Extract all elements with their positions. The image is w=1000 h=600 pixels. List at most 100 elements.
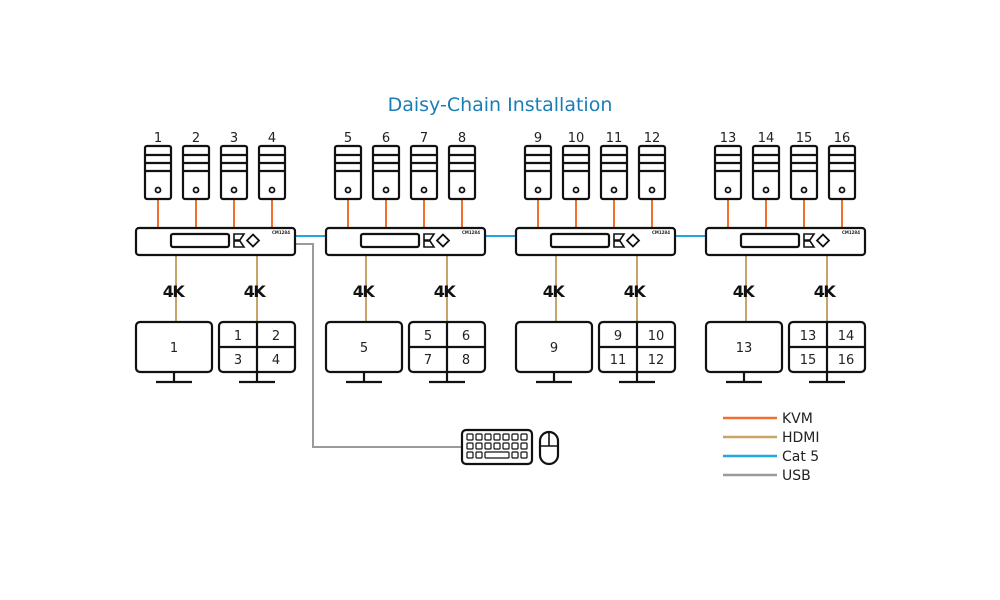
tower-case: [561, 144, 591, 201]
computer-label: 13: [720, 131, 737, 146]
computer-tower: [751, 144, 781, 201]
computer-tower: [143, 144, 173, 201]
computer-label: 15: [796, 131, 813, 146]
tower-case: [371, 144, 401, 201]
kvm-switch: CM1284: [134, 226, 297, 257]
logo-mark: [233, 233, 246, 248]
legend-label: HDMI: [782, 430, 820, 446]
keyboard-icon: [460, 428, 534, 466]
resolution-label: 4K: [543, 282, 566, 301]
legend-item-cat-5: Cat 5: [723, 449, 819, 465]
tower-case: [143, 144, 173, 201]
computer-tower: [257, 144, 287, 201]
quad-view-label: 8: [462, 353, 470, 368]
key: [484, 442, 492, 450]
tower-case: [713, 144, 743, 201]
key: [466, 451, 474, 459]
quad-view-label: 16: [838, 353, 855, 368]
computer-tower: [637, 144, 667, 201]
brand-logo-icon: [423, 233, 451, 248]
quad-view-label: 1: [234, 329, 242, 344]
computer-label: 16: [834, 131, 851, 146]
key: [502, 433, 510, 441]
legend-item-kvm: KVM: [723, 411, 813, 427]
computer-tower: [181, 144, 211, 201]
power-button-icon: [800, 186, 808, 194]
usb-cable: [295, 243, 462, 448]
switch-display: [549, 232, 611, 249]
resolution-label: 4K: [353, 282, 376, 301]
legend-item-usb: USB: [723, 468, 811, 484]
quad-view-label: 14: [838, 329, 855, 344]
computer-label: 4: [268, 131, 276, 146]
quad-view-label: 10: [648, 329, 665, 344]
computer-tower: [371, 144, 401, 201]
diagram-title: Daisy-Chain Installation: [387, 94, 613, 116]
computer-label: 12: [644, 131, 661, 146]
monitor-label: 9: [550, 341, 558, 356]
switch-model: CM1284: [842, 230, 860, 235]
brand-logo-icon: [233, 233, 261, 248]
logo-mark: [803, 233, 816, 248]
kvm-switch: CM1284: [324, 226, 487, 257]
computer-label: 2: [192, 131, 200, 146]
key: [466, 442, 474, 450]
brand-logo-icon: [803, 233, 831, 248]
key: [520, 442, 528, 450]
quad-view-label: 2: [272, 329, 280, 344]
tower-case: [751, 144, 781, 201]
key: [502, 442, 510, 450]
power-button-icon: [344, 186, 352, 194]
key: [511, 442, 519, 450]
monitor-single: 1: [134, 320, 214, 384]
tower-case: [827, 144, 857, 201]
quad-view-label: 4: [272, 353, 280, 368]
power-button-icon: [230, 186, 238, 194]
mouse-icon: [538, 430, 560, 466]
quad-view-label: 9: [614, 329, 622, 344]
logo-mark: [423, 233, 436, 248]
power-button-icon: [838, 186, 846, 194]
tower-case: [789, 144, 819, 201]
logo-mark: [613, 233, 626, 248]
computer-tower: [713, 144, 743, 201]
tower-case: [257, 144, 287, 201]
keyboard-body: [460, 428, 534, 466]
quad-view-label: 6: [462, 329, 470, 344]
tower-case: [447, 144, 477, 201]
computer-label: 11: [606, 131, 623, 146]
switch-model: CM1284: [272, 230, 290, 235]
computer-tower: [333, 144, 363, 201]
tower-case: [333, 144, 363, 201]
kvm-switch: CM1284: [704, 226, 867, 257]
computer-tower: [219, 144, 249, 201]
computer-label: 3: [230, 131, 238, 146]
quad-view-label: 3: [234, 353, 242, 368]
logo-diamond: [435, 233, 451, 248]
spacebar: [484, 451, 510, 459]
computer-tower: [789, 144, 819, 201]
monitor-label: 1: [170, 341, 178, 356]
monitor-label: 13: [736, 341, 753, 356]
computer-label: 14: [758, 131, 775, 146]
quad-view-label: 12: [648, 353, 665, 368]
key: [493, 433, 501, 441]
quad-view-label: 13: [800, 329, 817, 344]
key: [475, 433, 483, 441]
key: [493, 442, 501, 450]
monitor-single: 13: [704, 320, 784, 384]
legend-label: Cat 5: [782, 449, 819, 465]
resolution-label: 4K: [814, 282, 837, 301]
quad-view-label: 5: [424, 329, 432, 344]
logo-diamond: [625, 233, 641, 248]
computer-tower: [599, 144, 629, 201]
computer-label: 6: [382, 131, 390, 146]
power-button-icon: [382, 186, 390, 194]
power-button-icon: [648, 186, 656, 194]
